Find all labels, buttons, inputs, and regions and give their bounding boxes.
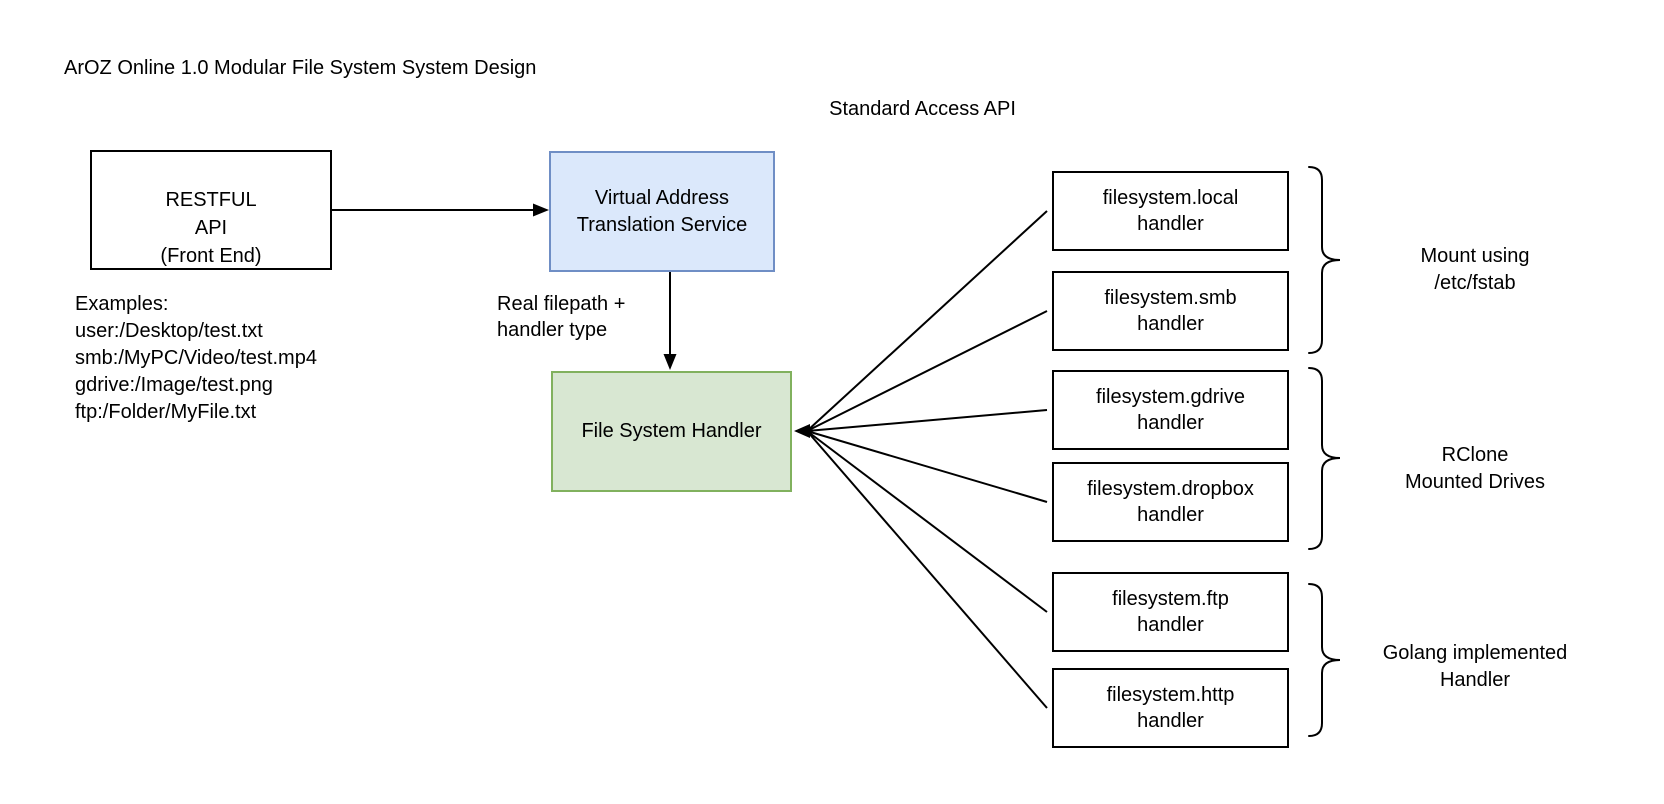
handler-node-gdrive: filesystem.gdrive handler xyxy=(1052,370,1289,450)
handler-node-dropbox: filesystem.dropbox handler xyxy=(1052,462,1289,542)
group-label-rclone: RClone Mounted Drives xyxy=(1404,444,1546,493)
handler-node-http: filesystem.http handler xyxy=(1052,668,1289,748)
diagram-title: ArOZ Online 1.0 Modular File System Syst… xyxy=(64,57,537,79)
fan-connector-fsh-to-handlers xyxy=(794,210,1048,709)
arrow-restful-to-vats xyxy=(332,203,549,217)
real-filepath-label: Real filepath + handler type xyxy=(497,293,626,341)
restful-api-node: RESTFUL API (Front End) xyxy=(90,150,332,270)
brace-golang-group xyxy=(1308,583,1341,737)
arrow-vats-to-fsh xyxy=(663,272,677,370)
handler-node-smb: filesystem.smb handler xyxy=(1052,271,1289,351)
group-label-golang: Golang implemented Handler xyxy=(1382,642,1568,691)
brace-rclone-group xyxy=(1308,367,1341,550)
examples-list: Examples: user:/Desktop/test.txt smb:/My… xyxy=(75,293,317,423)
brace-fstab-group xyxy=(1308,166,1341,354)
handler-node-local: filesystem.local handler xyxy=(1052,171,1289,251)
virtual-address-translation-service-node: Virtual Address Translation Service xyxy=(549,151,775,272)
handler-node-ftp: filesystem.ftp handler xyxy=(1052,572,1289,652)
file-system-handler-node: File System Handler xyxy=(551,371,792,492)
group-label-fstab: Mount using /etc/fstab xyxy=(1420,245,1530,294)
standard-access-api-label: Standard Access API xyxy=(829,98,1016,120)
